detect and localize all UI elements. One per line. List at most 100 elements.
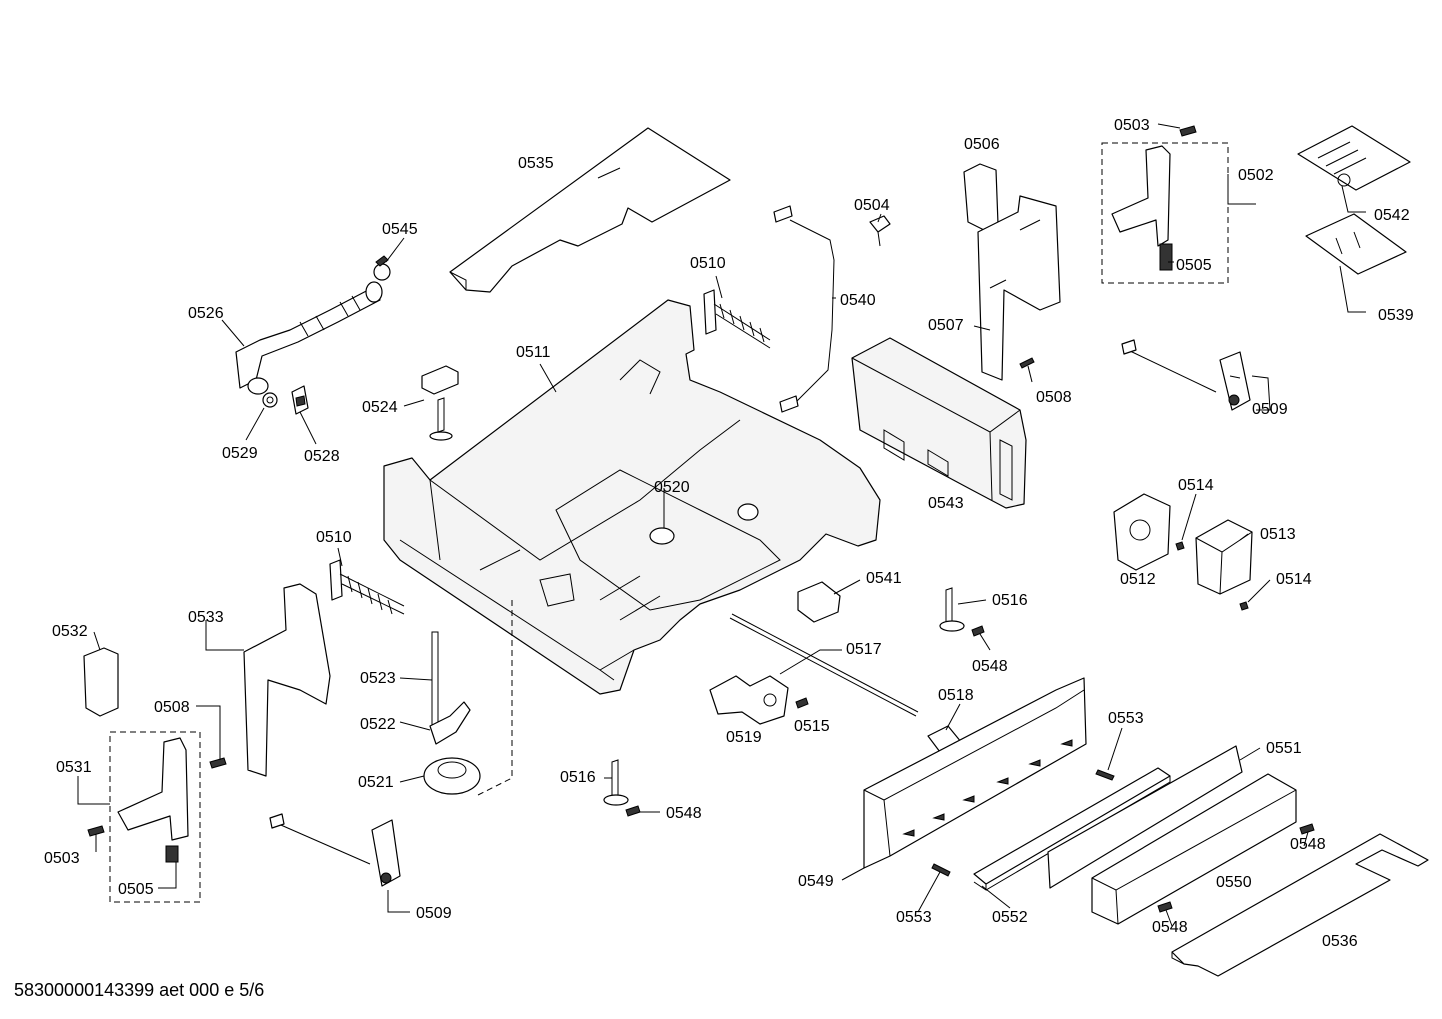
label-0553-lower: 0553 [896,909,932,926]
label-0540: 0540 [840,292,876,309]
part-0542-parts-bag [1297,125,1411,191]
label-0543: 0543 [928,495,964,512]
part-0519-inlet-valve [709,675,789,725]
label-0529: 0529 [222,445,258,462]
label-0513: 0513 [1260,526,1296,543]
part-0533-side-bracket [243,583,331,777]
part-0504-sensor [869,215,891,247]
part-0553-screw-lower [931,863,951,877]
label-0526: 0526 [188,305,224,322]
label-0552: 0552 [992,909,1028,926]
part-0507-side-bracket [977,195,1061,381]
part-labels: 0503 0502 0505 0542 0539 0506 0504 0535 … [44,117,1414,950]
label-0514-upper: 0514 [1178,477,1214,494]
label-0515: 0515 [794,718,830,735]
label-0548-b: 0548 [666,805,702,822]
label-0521: 0521 [358,774,394,791]
label-0511: 0511 [516,344,551,361]
label-0506: 0506 [964,136,1000,153]
label-0531: 0531 [56,759,92,776]
leader-lines [77,123,1366,927]
label-0528: 0528 [304,448,340,465]
part-0517-rod [729,613,919,717]
part-0508-screw-lower [209,757,227,769]
label-0539: 0539 [1378,307,1414,324]
label-0510-lower: 0510 [316,529,352,546]
part-0510-spring-lower [329,559,405,615]
label-0516-right: 0516 [992,592,1028,609]
part-0514-screw-upper [1175,541,1185,551]
part-0543-control-housing [851,337,1027,509]
part-0503-screw-upper [1179,125,1197,137]
label-0532: 0532 [52,623,88,640]
part-0550-channel [1091,773,1297,925]
part-0548-screw-b [625,805,641,817]
label-0548-d: 0548 [1152,919,1188,936]
label-0550: 0550 [1216,874,1252,891]
part-0529-clamp [262,392,278,408]
part-0531-assembly-group [109,731,201,903]
label-0548-a: 0548 [972,658,1008,675]
label-0508-upper: 0508 [1036,389,1072,406]
part-0541-valve [797,581,841,623]
part-0523-rod [431,631,439,727]
label-0549: 0549 [798,873,834,890]
label-0542: 0542 [1374,207,1410,224]
label-0507: 0507 [928,317,964,334]
part-0516-foot-lower [603,759,629,806]
part-0513-cover [1195,519,1253,595]
label-0551: 0551 [1266,740,1302,757]
part-0540-cable [773,205,835,413]
label-0541: 0541 [866,570,902,587]
part-0514-screw-lower [1239,601,1249,611]
part-0532-cap [83,647,119,717]
part-0515-screw [795,697,809,709]
part-0509-sensor-lower [269,813,401,887]
label-0503: 0503 [1114,117,1150,134]
part-0503-screw-lower [87,825,105,837]
part-0539-parts-bag [1305,213,1407,275]
dash-line-center [475,600,513,797]
part-0524-adjustable-foot [421,365,459,441]
label-0523: 0523 [360,670,396,687]
part-0510-spring-upper [703,289,771,349]
label-0505-lower: 0505 [118,881,154,898]
part-0548-screw-c [1299,823,1315,835]
label-0516-lower: 0516 [560,769,596,786]
part-0522-sensor [429,701,471,745]
label-0505: 0505 [1176,257,1212,274]
part-0502-assembly-group [1101,142,1229,284]
label-0522: 0522 [360,716,396,733]
part-0528-clip [291,385,309,415]
label-0502: 0502 [1238,167,1274,184]
part-0526-drain-hose [235,281,383,395]
label-0512: 0512 [1120,571,1156,588]
label-0545: 0545 [382,221,418,238]
part-0509-sensor-upper [1121,339,1251,411]
part-0521-pump-cover [423,757,481,795]
part-0552-strip [973,767,1171,891]
label-0519: 0519 [726,729,762,746]
part-0508-screw-upper [1019,357,1035,369]
part-0551-panel [1047,745,1243,889]
label-0524: 0524 [362,399,398,416]
part-0506-bracket [963,163,999,231]
part-0548-screw-d [1157,901,1173,913]
label-0520: 0520 [654,479,690,496]
part-0512-housing [1113,493,1171,571]
label-0504: 0504 [854,197,890,214]
part-0553-screw-upper [1095,769,1115,781]
label-0533: 0533 [188,609,224,626]
label-0509-upper: 0509 [1252,401,1288,418]
label-0518: 0518 [938,687,974,704]
label-0509-lower: 0509 [416,905,452,922]
label-0553-upper: 0553 [1108,710,1144,727]
label-0510-upper: 0510 [690,255,726,272]
label-0536: 0536 [1322,933,1358,950]
label-0548-c: 0548 [1290,836,1326,853]
label-0503-lower: 0503 [44,850,80,867]
drawing-number: 58300000143399 aet 000 e 5/6 [14,980,265,1000]
part-0516-foot-right [939,587,965,632]
part-0536-bottom-plate [1171,833,1429,977]
